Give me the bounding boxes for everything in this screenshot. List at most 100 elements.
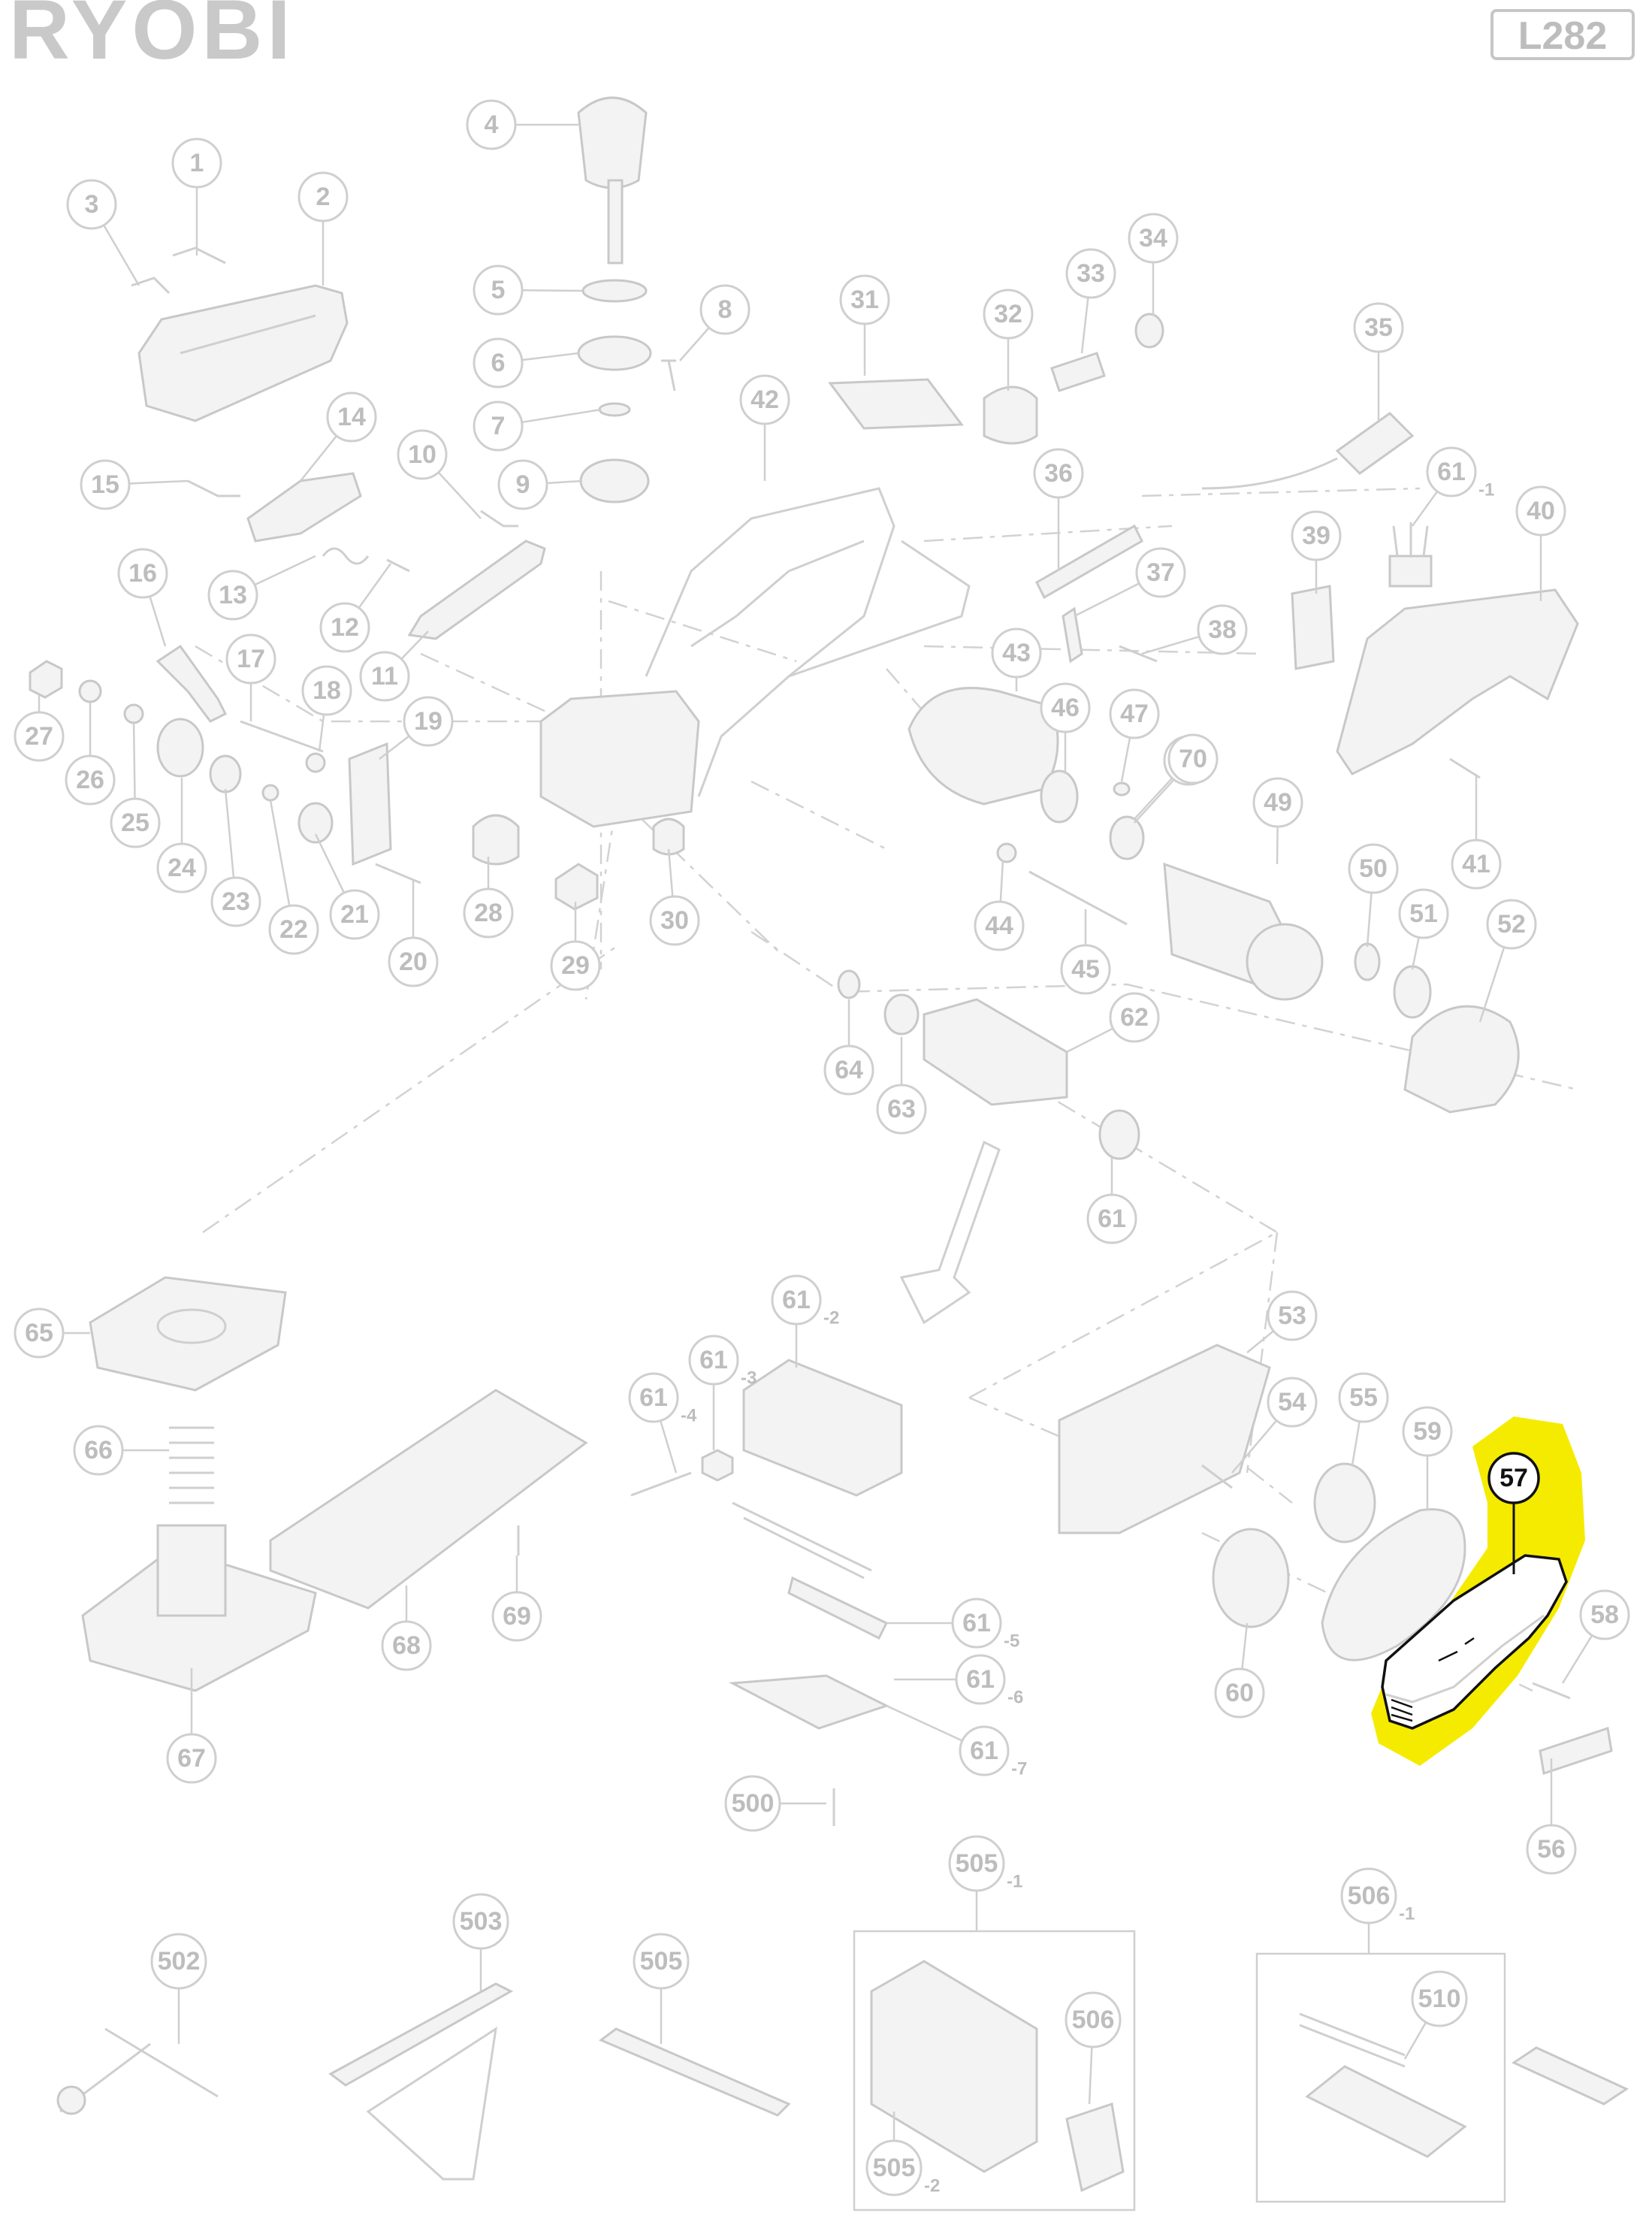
highlighted-part-57[interactable]: 57 — [1371, 1416, 1585, 1766]
callout-10[interactable]: 10 — [397, 429, 448, 480]
callout-circle — [14, 1307, 65, 1359]
callout-63[interactable]: 63 — [876, 1084, 927, 1135]
callout-61-2[interactable]: 61-2 — [771, 1274, 839, 1329]
callout-57[interactable]: 57 — [1487, 1452, 1540, 1504]
callout-28[interactable]: 28 — [463, 887, 514, 939]
callout-21[interactable]: 21 — [329, 889, 380, 940]
callout-56[interactable]: 56 — [1526, 1824, 1577, 1875]
callout-61-3[interactable]: 61-3 — [688, 1335, 757, 1389]
callout-4[interactable]: 4 — [466, 99, 517, 150]
callout-36[interactable]: 36 — [1033, 448, 1084, 499]
callout-54[interactable]: 54 — [1267, 1377, 1318, 1428]
callout-30[interactable]: 30 — [649, 895, 700, 946]
callout-33[interactable]: 33 — [1065, 248, 1116, 299]
callout-number: 54 — [1278, 1388, 1306, 1416]
callout-circle — [14, 711, 65, 762]
callout-circle — [1128, 213, 1179, 264]
callout-9[interactable]: 9 — [497, 459, 548, 510]
callout-52[interactable]: 52 — [1486, 899, 1537, 950]
callout-12[interactable]: 12 — [319, 602, 370, 653]
callout-505-1[interactable]: 505-1 — [948, 1835, 1022, 1892]
callout-62[interactable]: 62 — [1109, 992, 1160, 1043]
callout-67[interactable]: 67 — [166, 1733, 217, 1784]
callout-number: 8 — [718, 295, 732, 324]
callout-500[interactable]: 500 — [724, 1775, 781, 1832]
callout-35[interactable]: 35 — [1353, 302, 1404, 353]
callout-number: 61 — [962, 1609, 991, 1637]
callout-46[interactable]: 46 — [1040, 682, 1091, 733]
callout-circle — [1197, 604, 1248, 655]
callout-502[interactable]: 502 — [150, 1933, 207, 1990]
callout-58[interactable]: 58 — [1579, 1589, 1630, 1640]
callout-41[interactable]: 41 — [1451, 839, 1502, 890]
callout-19[interactable]: 19 — [403, 696, 454, 747]
callout-22[interactable]: 22 — [268, 904, 319, 955]
callout-16[interactable]: 16 — [117, 548, 168, 599]
callout-32[interactable]: 32 — [983, 289, 1034, 340]
callout-27[interactable]: 27 — [14, 711, 65, 762]
callout-37[interactable]: 37 — [1135, 547, 1186, 598]
callout-505-2[interactable]: 505-2 — [865, 2139, 940, 2196]
callout-49[interactable]: 49 — [1252, 777, 1303, 828]
callout-24[interactable]: 24 — [156, 842, 207, 893]
callout-number: 46 — [1051, 694, 1080, 722]
callout-14[interactable]: 14 — [326, 391, 377, 443]
callout-503[interactable]: 503 — [452, 1893, 509, 1950]
callout-61-4[interactable]: 61-4 — [628, 1372, 697, 1426]
callout-61[interactable]: 61 — [1086, 1193, 1137, 1244]
callout-2[interactable]: 2 — [297, 171, 349, 222]
callout-47[interactable]: 47 — [1109, 688, 1160, 739]
callout-38[interactable]: 38 — [1197, 604, 1248, 655]
callout-39[interactable]: 39 — [1291, 510, 1342, 561]
callout-510[interactable]: 510 — [1411, 1970, 1468, 2027]
callout-505[interactable]: 505 — [633, 1933, 690, 1990]
callout-45[interactable]: 45 — [1060, 944, 1111, 995]
callout-18[interactable]: 18 — [301, 665, 352, 716]
callout-suffix: -6 — [1007, 1688, 1023, 1708]
callout-59[interactable]: 59 — [1402, 1406, 1453, 1457]
callout-70[interactable]: 70 — [1167, 733, 1219, 784]
callout-42[interactable]: 42 — [739, 374, 790, 425]
callout-6[interactable]: 6 — [473, 337, 524, 388]
callout-61-5[interactable]: 61-5 — [951, 1598, 1019, 1652]
callout-61-7[interactable]: 61-7 — [959, 1725, 1027, 1779]
callout-31[interactable]: 31 — [839, 274, 890, 325]
callout-5[interactable]: 5 — [473, 265, 524, 316]
callout-64[interactable]: 64 — [823, 1044, 874, 1096]
callout-44[interactable]: 44 — [974, 900, 1025, 951]
callout-55[interactable]: 55 — [1338, 1372, 1389, 1423]
callout-40[interactable]: 40 — [1515, 485, 1566, 537]
callout-1[interactable]: 1 — [171, 138, 222, 189]
callout-53[interactable]: 53 — [1267, 1290, 1318, 1341]
callout-20[interactable]: 20 — [388, 936, 439, 987]
callout-circle — [649, 895, 700, 946]
callout-60[interactable]: 60 — [1214, 1667, 1265, 1719]
faded-parts — [29, 96, 1613, 1826]
callout-25[interactable]: 25 — [110, 797, 161, 848]
callout-26[interactable]: 26 — [65, 754, 116, 806]
callout-29[interactable]: 29 — [550, 940, 601, 991]
callout-68[interactable]: 68 — [381, 1620, 432, 1671]
callout-11[interactable]: 11 — [359, 651, 410, 702]
callout-51[interactable]: 51 — [1398, 888, 1449, 939]
callout-66[interactable]: 66 — [73, 1425, 124, 1476]
callout-23-leader — [224, 788, 235, 878]
callout-43[interactable]: 43 — [991, 627, 1042, 679]
callout-69[interactable]: 69 — [491, 1591, 542, 1642]
callout-506-1[interactable]: 506-1 — [1340, 1867, 1415, 1924]
callout-65[interactable]: 65 — [14, 1307, 65, 1359]
callout-7[interactable]: 7 — [473, 401, 524, 452]
callout-8[interactable]: 8 — [699, 284, 750, 335]
callout-34[interactable]: 34 — [1128, 213, 1179, 264]
callout-61-1[interactable]: 61-1 — [1426, 446, 1494, 500]
callout-61-6[interactable]: 61-6 — [955, 1654, 1023, 1708]
callout-506[interactable]: 506 — [1065, 1991, 1122, 2048]
callout-13[interactable]: 13 — [207, 570, 258, 621]
callout-circle — [473, 265, 524, 316]
callout-23[interactable]: 23 — [210, 876, 261, 927]
callout-3[interactable]: 3 — [66, 179, 117, 230]
callout-15[interactable]: 15 — [80, 459, 131, 510]
callout-number: 49 — [1264, 788, 1292, 817]
callout-50[interactable]: 50 — [1348, 843, 1399, 894]
callout-17[interactable]: 17 — [225, 633, 276, 685]
